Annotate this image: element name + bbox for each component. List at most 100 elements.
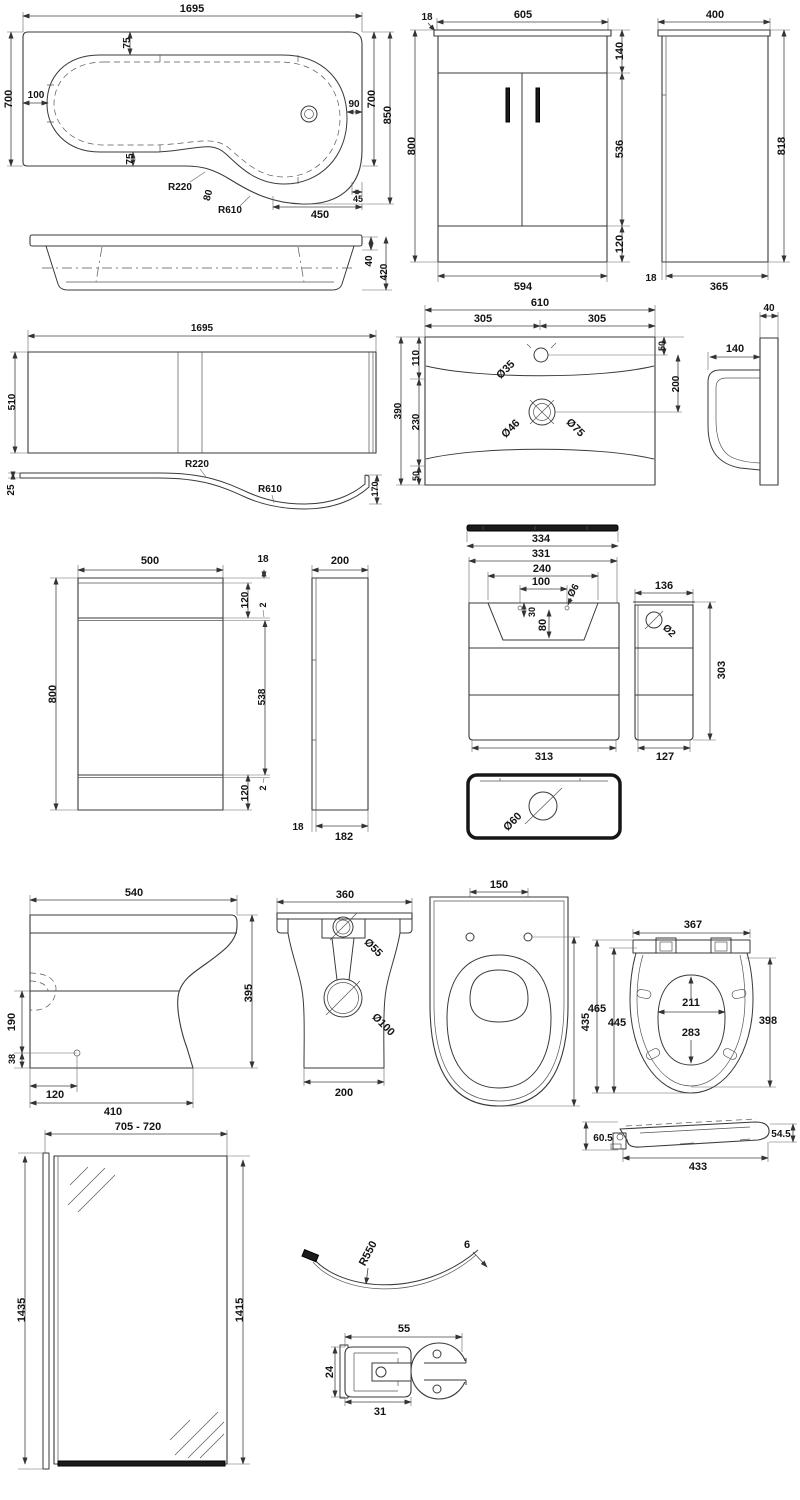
dim-basin-390: 390 (393, 402, 404, 419)
dim-seat-367: 367 (684, 919, 702, 931)
dim-profile-r220: R220 (185, 459, 209, 470)
basin-side-view: 40 140 (707, 303, 779, 486)
dim-basin-50r: 50 (657, 341, 667, 351)
dim-pan-38: 38 (7, 1054, 17, 1064)
dim-bath-45: 45 (353, 194, 363, 204)
dim-bath-bot-75: 75 (125, 153, 136, 165)
dim-seatside-545: 54.5 (771, 1129, 791, 1140)
toilet-pan-side: 540 395 190 38 120 410 (6, 887, 258, 1118)
dim-section-31: 31 (374, 1406, 386, 1418)
dim-cistern-313: 313 (535, 751, 553, 763)
dim-cistern-100: 100 (532, 576, 550, 588)
dim-vanity-594: 594 (514, 281, 533, 293)
dim-pantop-435: 435 (580, 1013, 592, 1031)
dim-basin-610: 610 (531, 297, 549, 309)
dim-basin-200: 200 (671, 375, 682, 392)
dim-panel-length: 1695 (191, 323, 214, 334)
bath-plan-view: 1695 700 100 75 75 90 700 850 R220 80 R6… (3, 3, 394, 221)
dim-pan-190: 190 (6, 1013, 18, 1031)
dim-cistern-334: 334 (532, 533, 551, 545)
dim-wcside-182: 182 (335, 831, 353, 843)
dim-seat-398: 398 (759, 1015, 777, 1027)
dim-vanity-140: 140 (614, 42, 626, 60)
dim-vanityside-18: 18 (645, 273, 657, 284)
dim-basinside-140: 140 (726, 343, 744, 355)
toilet-pan-back: 360 Ø55 Ø100 200 (276, 889, 413, 1099)
dim-bath-inset-100: 100 (28, 90, 45, 101)
dim-vanityside-365: 365 (710, 281, 728, 293)
dim-panback-200: 200 (335, 1087, 353, 1099)
dim-curve-r550: R550 (357, 1239, 380, 1268)
vanity-unit-side: 400 818 18 365 (645, 9, 790, 293)
dim-seat-211: 211 (682, 997, 700, 1009)
dim-seat-465: 465 (588, 1003, 606, 1015)
vanity-unit-front: 18 605 140 536 120 800 594 (406, 9, 630, 293)
dim-panback-360: 360 (336, 889, 354, 901)
bath-side-elevation: 40 420 (29, 234, 392, 291)
toilet-seat-top: 367 465 445 398 211 283 (588, 919, 777, 1094)
dim-seatside-433: 433 (689, 1161, 707, 1173)
dim-vanityside-818: 818 (776, 137, 788, 155)
dim-basin-305r: 305 (588, 313, 606, 325)
dim-panback-outlet: Ø100 (369, 1011, 397, 1039)
dim-section-24: 24 (324, 1365, 336, 1378)
screen-curved-profile: R550 6 (301, 1239, 488, 1290)
dim-cistern-80: 80 (537, 619, 549, 631)
dim-bath-450: 450 (311, 209, 329, 221)
dim-bath-r610: R610 (218, 205, 242, 216)
dim-bathside-420: 420 (379, 263, 390, 280)
cistern-side: 136 Ø2 303 127 (633, 580, 728, 763)
profile-cross-section: 55 24 31 (324, 1323, 471, 1418)
dim-wc-120b: 120 (240, 784, 251, 801)
dim-vanityside-400: 400 (706, 9, 724, 21)
toilet-pan-top: 150 435 (429, 879, 592, 1107)
dim-cistern-30: 30 (527, 607, 537, 617)
bath-panel-profile: 25 R220 R610 170 (6, 459, 382, 510)
dim-seat-283: 283 (682, 1027, 700, 1039)
dim-wc-2t: 2 (258, 602, 268, 607)
dim-basin-305l: 305 (474, 313, 492, 325)
dim-cisternside-127: 127 (656, 751, 674, 763)
dim-vanity-800: 800 (406, 137, 418, 155)
dim-bathside-40: 40 (364, 255, 375, 267)
dim-wc-120t: 120 (240, 591, 251, 608)
dim-wc-2b: 2 (258, 785, 268, 790)
dim-profile-25: 25 (6, 484, 17, 496)
dim-seat-445: 445 (608, 1017, 626, 1029)
toilet-seat-side: 60.5 54.5 433 (582, 1118, 797, 1173)
dim-panback-inlet: Ø55 (362, 936, 385, 959)
dim-vanity-536: 536 (614, 140, 626, 158)
dim-pan-540: 540 (125, 887, 143, 899)
dim-cisternside-303: 303 (716, 661, 728, 679)
dim-section-55: 55 (398, 1323, 410, 1335)
dim-pantop-150: 150 (490, 879, 508, 891)
dim-basin-110: 110 (411, 349, 422, 366)
dim-wcside-18: 18 (292, 822, 304, 833)
dim-vanity-120: 120 (614, 235, 626, 253)
dim-profile-r610: R610 (258, 484, 282, 495)
dim-basinside-40: 40 (763, 303, 775, 314)
dim-bath-80: 80 (202, 188, 216, 202)
dim-bath-right-90: 90 (348, 99, 360, 110)
dim-pan-395: 395 (243, 984, 255, 1002)
dim-screen-width: 705 - 720 (115, 1121, 161, 1133)
dim-basin-230: 230 (411, 413, 422, 430)
wc-unit-front: 500 18 120 2 538 120 2 800 (47, 554, 270, 811)
dim-screen-1435: 1435 (16, 1298, 28, 1322)
dim-bath-length: 1695 (180, 3, 204, 15)
dim-bath-top-75: 75 (122, 37, 133, 49)
dim-wc-800: 800 (47, 685, 59, 703)
shower-screen-front: 705 - 720 1435 1415 (16, 1121, 250, 1470)
dim-wc-18: 18 (257, 554, 269, 565)
dim-cistern-240: 240 (533, 563, 551, 575)
dim-cistern-331: 331 (532, 548, 550, 560)
dim-wcside-200: 200 (331, 555, 349, 567)
basin-plan-view: 610 305 305 Ø35 Ø46 Ø75 110 230 50 390 5… (393, 297, 684, 486)
dim-bath-overall-850: 850 (382, 106, 394, 124)
dim-vanity-18: 18 (421, 12, 433, 23)
dim-cisternside-136: 136 (655, 580, 673, 592)
dim-wc-538: 538 (257, 688, 268, 705)
dim-vanity-605: 605 (514, 9, 532, 21)
